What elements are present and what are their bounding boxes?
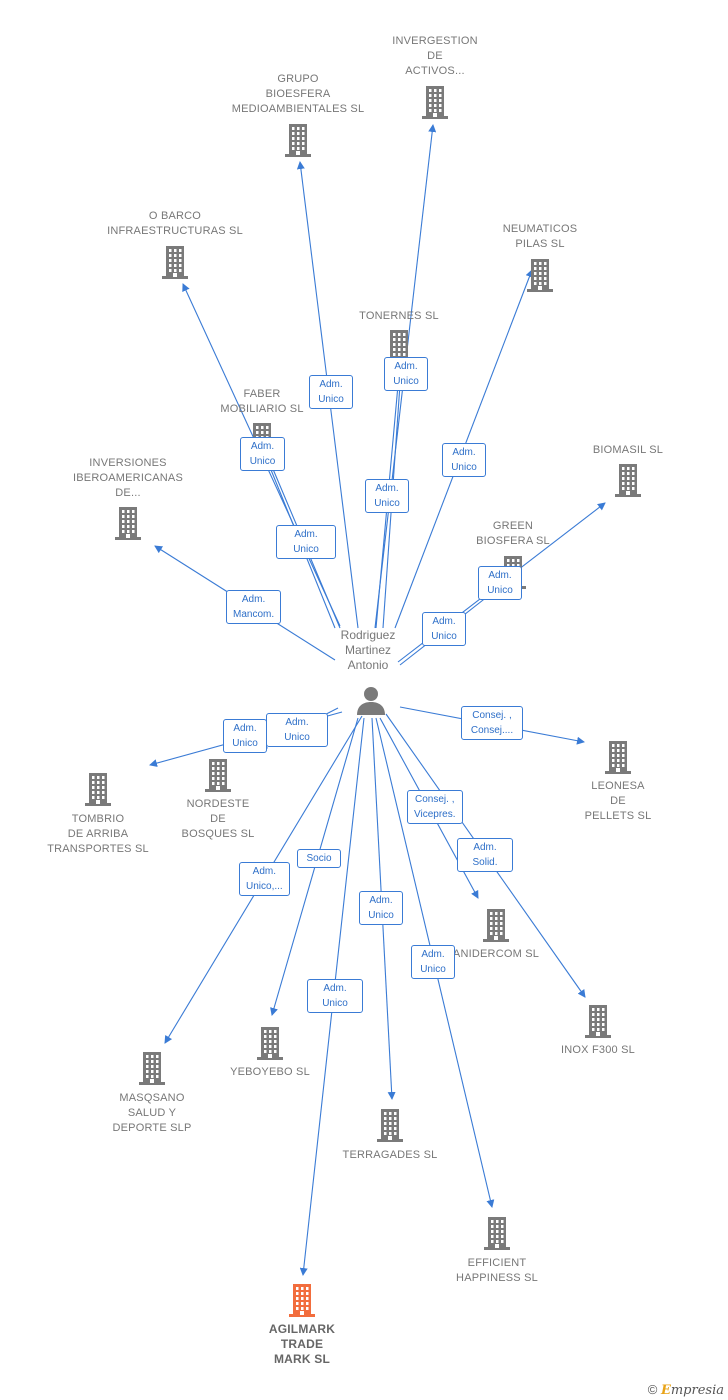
relation-label[interactable]: Adm. Unico (411, 945, 455, 979)
relation-label[interactable]: Adm. Unico (240, 437, 285, 471)
building-icon[interactable] (374, 1107, 406, 1143)
company-node[interactable]: LEONESA DE PELLETS SL (585, 779, 652, 824)
company-node[interactable]: O BARCO INFRAESTRUCTURAS SL (107, 209, 243, 239)
company-node[interactable]: GRUPO BIOESFERA MEDIOAMBIENTALES SL (232, 72, 365, 117)
company-label[interactable]: YEBOYEBO SL (230, 1066, 310, 1078)
company-node[interactable]: MASQSANO SALUD Y DEPORTE SLP (112, 1091, 191, 1136)
company-label[interactable]: EFFICIENT HAPPINESS SL (456, 1257, 538, 1284)
relation-label[interactable]: Socio (297, 849, 341, 868)
copyright-symbol: © (647, 1382, 658, 1397)
building-icon[interactable] (286, 1282, 318, 1318)
relation-label[interactable]: Adm. Unico (365, 479, 409, 513)
company-node[interactable]: AGILMARK TRADE MARK SL (269, 1322, 335, 1367)
company-node[interactable]: INVERSIONES IBEROAMERICANAS DE... (73, 456, 183, 501)
brand-logo: Empresia (660, 1383, 724, 1398)
building-icon[interactable] (524, 257, 556, 293)
company-label[interactable]: LEONESA DE PELLETS SL (584, 780, 652, 822)
company-node[interactable]: YEBOYEBO SL (230, 1065, 310, 1080)
company-node[interactable]: GREEN BIOSFERA SL (476, 519, 550, 549)
relation-label[interactable]: Adm. Unico (422, 612, 466, 646)
company-node[interactable]: ANIDERCOM SL (453, 947, 539, 962)
company-label[interactable]: TERRAGADES SL (342, 1149, 438, 1161)
relation-label[interactable]: Consej. , Vicepres. (407, 790, 463, 824)
company-node[interactable]: NEUMATICOS PILAS SL (503, 222, 578, 252)
relation-label[interactable]: Adm. Unico (307, 979, 363, 1013)
building-icon[interactable] (612, 462, 644, 498)
building-icon[interactable] (82, 771, 114, 807)
company-label[interactable]: TOMBRIO DE ARRIBA TRANSPORTES SL (47, 813, 149, 855)
company-node[interactable]: INVERGESTION DE ACTIVOS... (392, 34, 478, 79)
company-node[interactable]: TERRAGADES SL (343, 1148, 438, 1163)
company-label[interactable]: INVERGESTION DE ACTIVOS... (392, 35, 478, 77)
building-icon[interactable] (282, 122, 314, 158)
company-label[interactable]: GREEN BIOSFERA SL (476, 520, 550, 547)
building-icon[interactable] (481, 1215, 513, 1251)
relation-label[interactable]: Adm. Unico (223, 719, 267, 753)
company-node[interactable]: TONERNES SL (359, 309, 439, 324)
relation-label[interactable]: Adm. Unico (442, 443, 486, 477)
relation-label[interactable]: Adm. Unico (276, 525, 336, 559)
company-label[interactable]: NEUMATICOS PILAS SL (502, 223, 578, 250)
building-icon[interactable] (202, 757, 234, 793)
relation-label[interactable]: Adm. Unico (266, 713, 328, 747)
company-label[interactable]: O BARCO INFRAESTRUCTURAS SL (107, 210, 243, 237)
company-node[interactable]: BIOMASIL SL (593, 443, 663, 458)
company-node[interactable]: FABER MOBILIARIO SL (220, 387, 303, 417)
company-label[interactable]: GRUPO BIOESFERA MEDIOAMBIENTALES SL (231, 73, 365, 115)
company-label[interactable]: AGILMARK TRADE MARK SL (268, 1322, 336, 1366)
company-label[interactable]: MASQSANO SALUD Y DEPORTE SLP (112, 1092, 192, 1134)
footer-brand[interactable]: © Empresia (648, 1382, 724, 1398)
building-icon[interactable] (419, 84, 451, 120)
company-label[interactable]: TONERNES SL (359, 310, 439, 322)
relation-label[interactable]: Adm. Unico (384, 357, 428, 391)
company-label[interactable]: BIOMASIL SL (592, 444, 664, 456)
company-node[interactable]: NORDESTE DE BOSQUES SL (182, 797, 255, 842)
building-icon[interactable] (602, 739, 634, 775)
building-icon[interactable] (159, 244, 191, 280)
company-label[interactable]: FABER MOBILIARIO SL (220, 388, 304, 415)
company-node[interactable]: INOX F300 SL (561, 1043, 635, 1058)
company-label[interactable]: NORDESTE DE BOSQUES SL (181, 798, 255, 840)
relation-label[interactable]: Adm. Mancom. (226, 590, 282, 624)
relation-label[interactable]: Adm. Solid. (457, 838, 513, 872)
person-name[interactable]: Rodriguez Martinez Antonio (340, 628, 396, 672)
relation-label[interactable]: Adm. Unico (309, 375, 353, 409)
building-icon[interactable] (136, 1050, 168, 1086)
building-icon[interactable] (480, 907, 512, 943)
building-icon[interactable] (254, 1025, 286, 1061)
relation-label[interactable]: Consej. , Consej.... (461, 706, 523, 740)
relation-label[interactable]: Adm. Unico (359, 891, 403, 925)
relation-label[interactable]: Adm. Unico,... (239, 862, 290, 896)
building-icon[interactable] (582, 1003, 614, 1039)
building-icon[interactable] (112, 505, 144, 541)
company-node[interactable]: TOMBRIO DE ARRIBA TRANSPORTES SL (47, 812, 149, 857)
company-label[interactable]: INVERSIONES IBEROAMERICANAS DE... (73, 457, 183, 499)
company-node[interactable]: EFFICIENT HAPPINESS SL (456, 1256, 538, 1286)
company-label[interactable]: INOX F300 SL (561, 1044, 635, 1056)
relation-label[interactable]: Adm. Unico (478, 566, 522, 600)
person-icon[interactable] (355, 684, 387, 716)
company-label[interactable]: ANIDERCOM SL (452, 948, 540, 960)
